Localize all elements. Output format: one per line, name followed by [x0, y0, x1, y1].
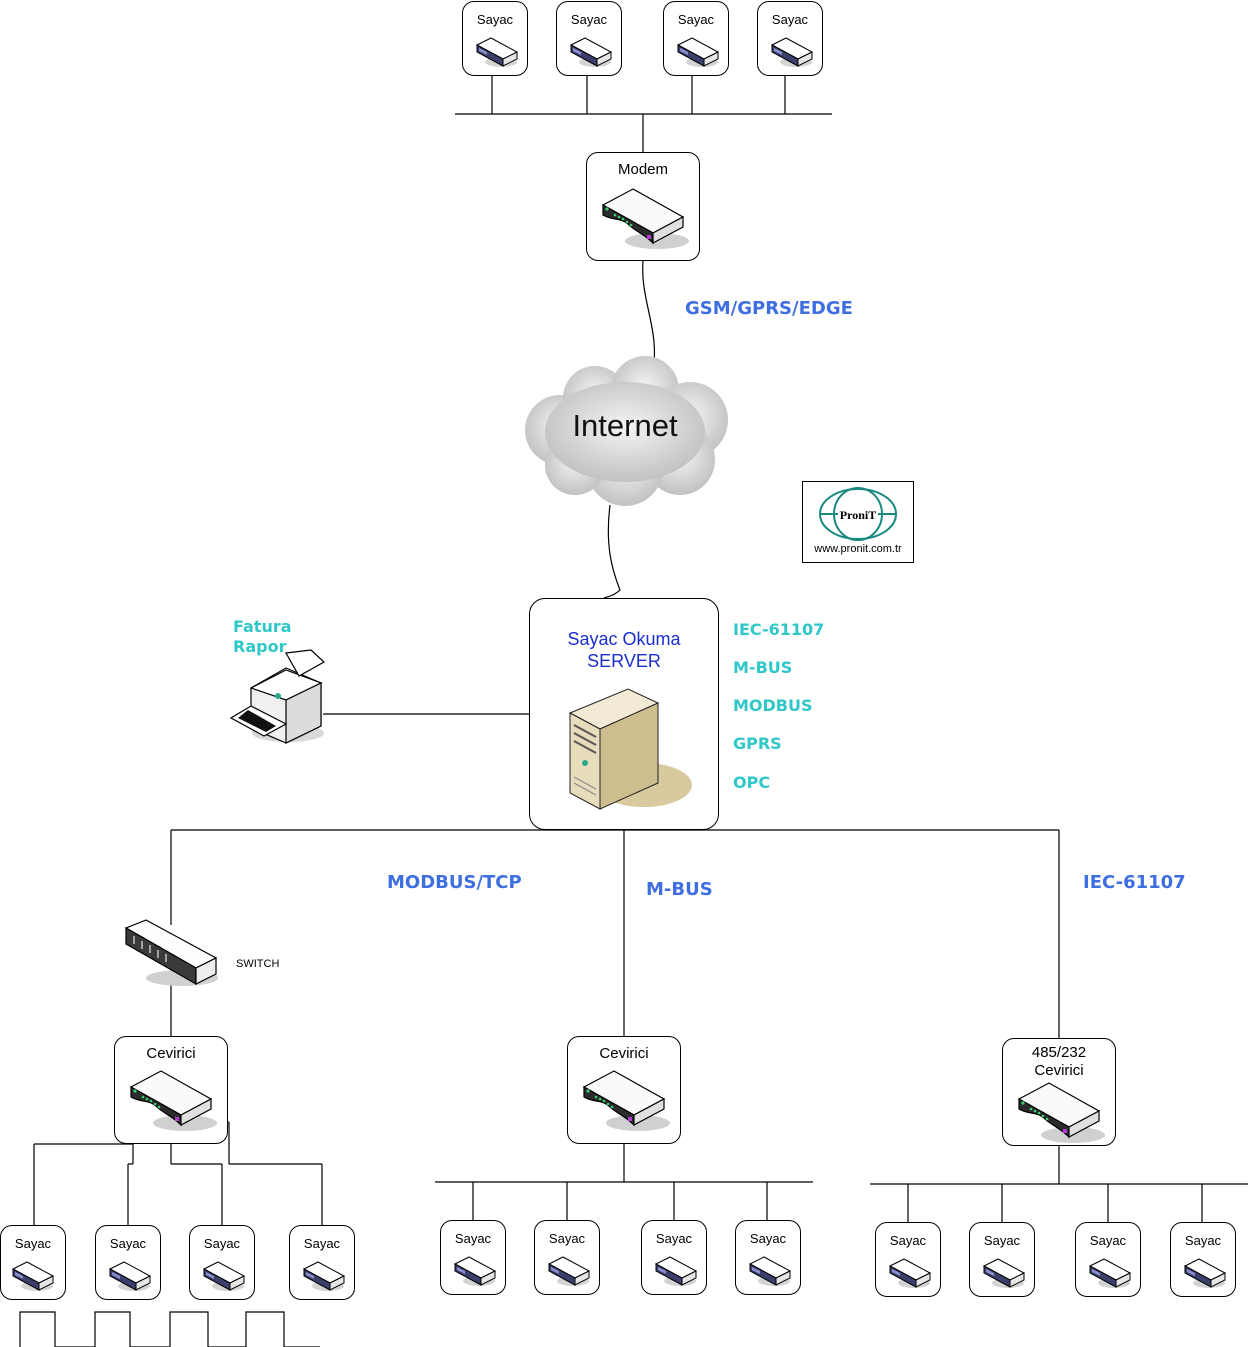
printer-icon: [229, 649, 326, 744]
meter-device-icon: [888, 1254, 932, 1290]
meter-label: Sayac: [109, 1236, 147, 1251]
meter-device-icon: [569, 33, 613, 69]
meter-device-icon: [770, 33, 814, 69]
meter-device-icon: [1183, 1254, 1227, 1290]
meter-right-4: Sayac: [1170, 1222, 1236, 1297]
server-protocol-3: MODBUS: [733, 696, 813, 715]
meter-label: Sayac: [771, 12, 809, 27]
meter-label: Sayac: [889, 1233, 927, 1248]
converter-label: Cevirici: [599, 1045, 649, 1062]
meter-middle-2: Sayac: [534, 1220, 600, 1295]
meter-device-icon: [982, 1254, 1026, 1290]
meter-label: Sayac: [14, 1236, 52, 1251]
meter-middle-4: Sayac: [735, 1220, 801, 1295]
meter-top-1: Sayac: [462, 1, 528, 76]
meter-device-icon: [748, 1252, 792, 1288]
server-node: Sayac Okuma SERVER: [529, 598, 719, 830]
modem-icon: [599, 185, 691, 251]
meter-label: Sayac: [749, 1231, 787, 1246]
pronit-logo-name: ProniT: [839, 508, 877, 522]
meter-device-icon: [453, 1252, 497, 1288]
meter-label: Sayac: [983, 1233, 1021, 1248]
modem-node: Modem: [586, 152, 700, 261]
meter-label: Sayac: [1184, 1233, 1222, 1248]
meter-right-1: Sayac: [875, 1222, 941, 1297]
meter-right-2: Sayac: [969, 1222, 1035, 1297]
meter-top-3: Sayac: [663, 1, 729, 76]
meter-device-icon: [202, 1257, 246, 1293]
server-protocol-2: M-BUS: [733, 658, 793, 677]
modem-icon: [1015, 1079, 1107, 1145]
meter-label: Sayac: [677, 12, 715, 27]
converter-485-232: 485/232 Cevirici: [1002, 1038, 1116, 1146]
meter-middle-1: Sayac: [440, 1220, 506, 1295]
meter-label: Sayac: [203, 1236, 241, 1251]
meter-left-3: Sayac: [189, 1225, 255, 1300]
link-label-gsm: GSM/GPRS/EDGE: [685, 298, 853, 319]
server-tower-icon: [568, 688, 692, 810]
meter-left-4: Sayac: [289, 1225, 355, 1300]
server-protocol-1: IEC-61107: [733, 620, 825, 639]
meter-label: Sayac: [454, 1231, 492, 1246]
modem-icon: [127, 1067, 219, 1133]
switch-label: SWITCH: [236, 958, 280, 970]
converter-middle: Cevirici: [567, 1036, 681, 1144]
server-protocol-4: GPRS: [733, 734, 782, 753]
meter-label: Sayac: [570, 12, 608, 27]
meter-middle-3: Sayac: [641, 1220, 707, 1295]
meter-device-icon: [302, 1257, 346, 1293]
printer-label: Fatura Rapor: [233, 617, 292, 656]
meter-top-2: Sayac: [556, 1, 622, 76]
link-label-modbus-tcp: MODBUS/TCP: [387, 872, 522, 893]
meter-left-2: Sayac: [95, 1225, 161, 1300]
meter-label: Sayac: [476, 12, 514, 27]
meter-left-1: Sayac: [0, 1225, 66, 1300]
link-label-iec: IEC-61107: [1083, 872, 1186, 893]
network-switch-icon: [124, 919, 218, 986]
meter-label: Sayac: [303, 1236, 341, 1251]
meter-label: Sayac: [655, 1231, 693, 1246]
meter-device-icon: [475, 33, 519, 69]
modem-icon: [580, 1067, 672, 1133]
link-label-mbus: M-BUS: [646, 879, 713, 900]
server-protocol-5: OPC: [733, 773, 771, 792]
meter-top-4: Sayac: [757, 1, 823, 76]
meter-label: Sayac: [548, 1231, 586, 1246]
meter-device-icon: [11, 1257, 55, 1293]
internet-label: Internet: [572, 408, 678, 443]
meter-device-icon: [108, 1257, 152, 1293]
pronit-logo: ProniT www.pronit.com.tr: [802, 481, 914, 563]
pronit-logo-icon: [819, 487, 897, 541]
meter-right-3: Sayac: [1075, 1222, 1141, 1297]
meter-label: Sayac: [1089, 1233, 1127, 1248]
cloud-icon: [525, 356, 728, 506]
modem-label: Modem: [617, 161, 669, 178]
converter-label: Cevirici: [146, 1045, 196, 1062]
meter-device-icon: [547, 1252, 591, 1288]
converter-left: Cevirici: [114, 1036, 228, 1144]
meter-device-icon: [1088, 1254, 1132, 1290]
meter-device-icon: [676, 33, 720, 69]
server-title: Sayac Okuma SERVER: [567, 629, 681, 671]
converter-485-label: 485/232 Cevirici: [1031, 1044, 1087, 1079]
meter-device-icon: [654, 1252, 698, 1288]
pronit-url: www.pronit.com.tr: [814, 543, 902, 555]
